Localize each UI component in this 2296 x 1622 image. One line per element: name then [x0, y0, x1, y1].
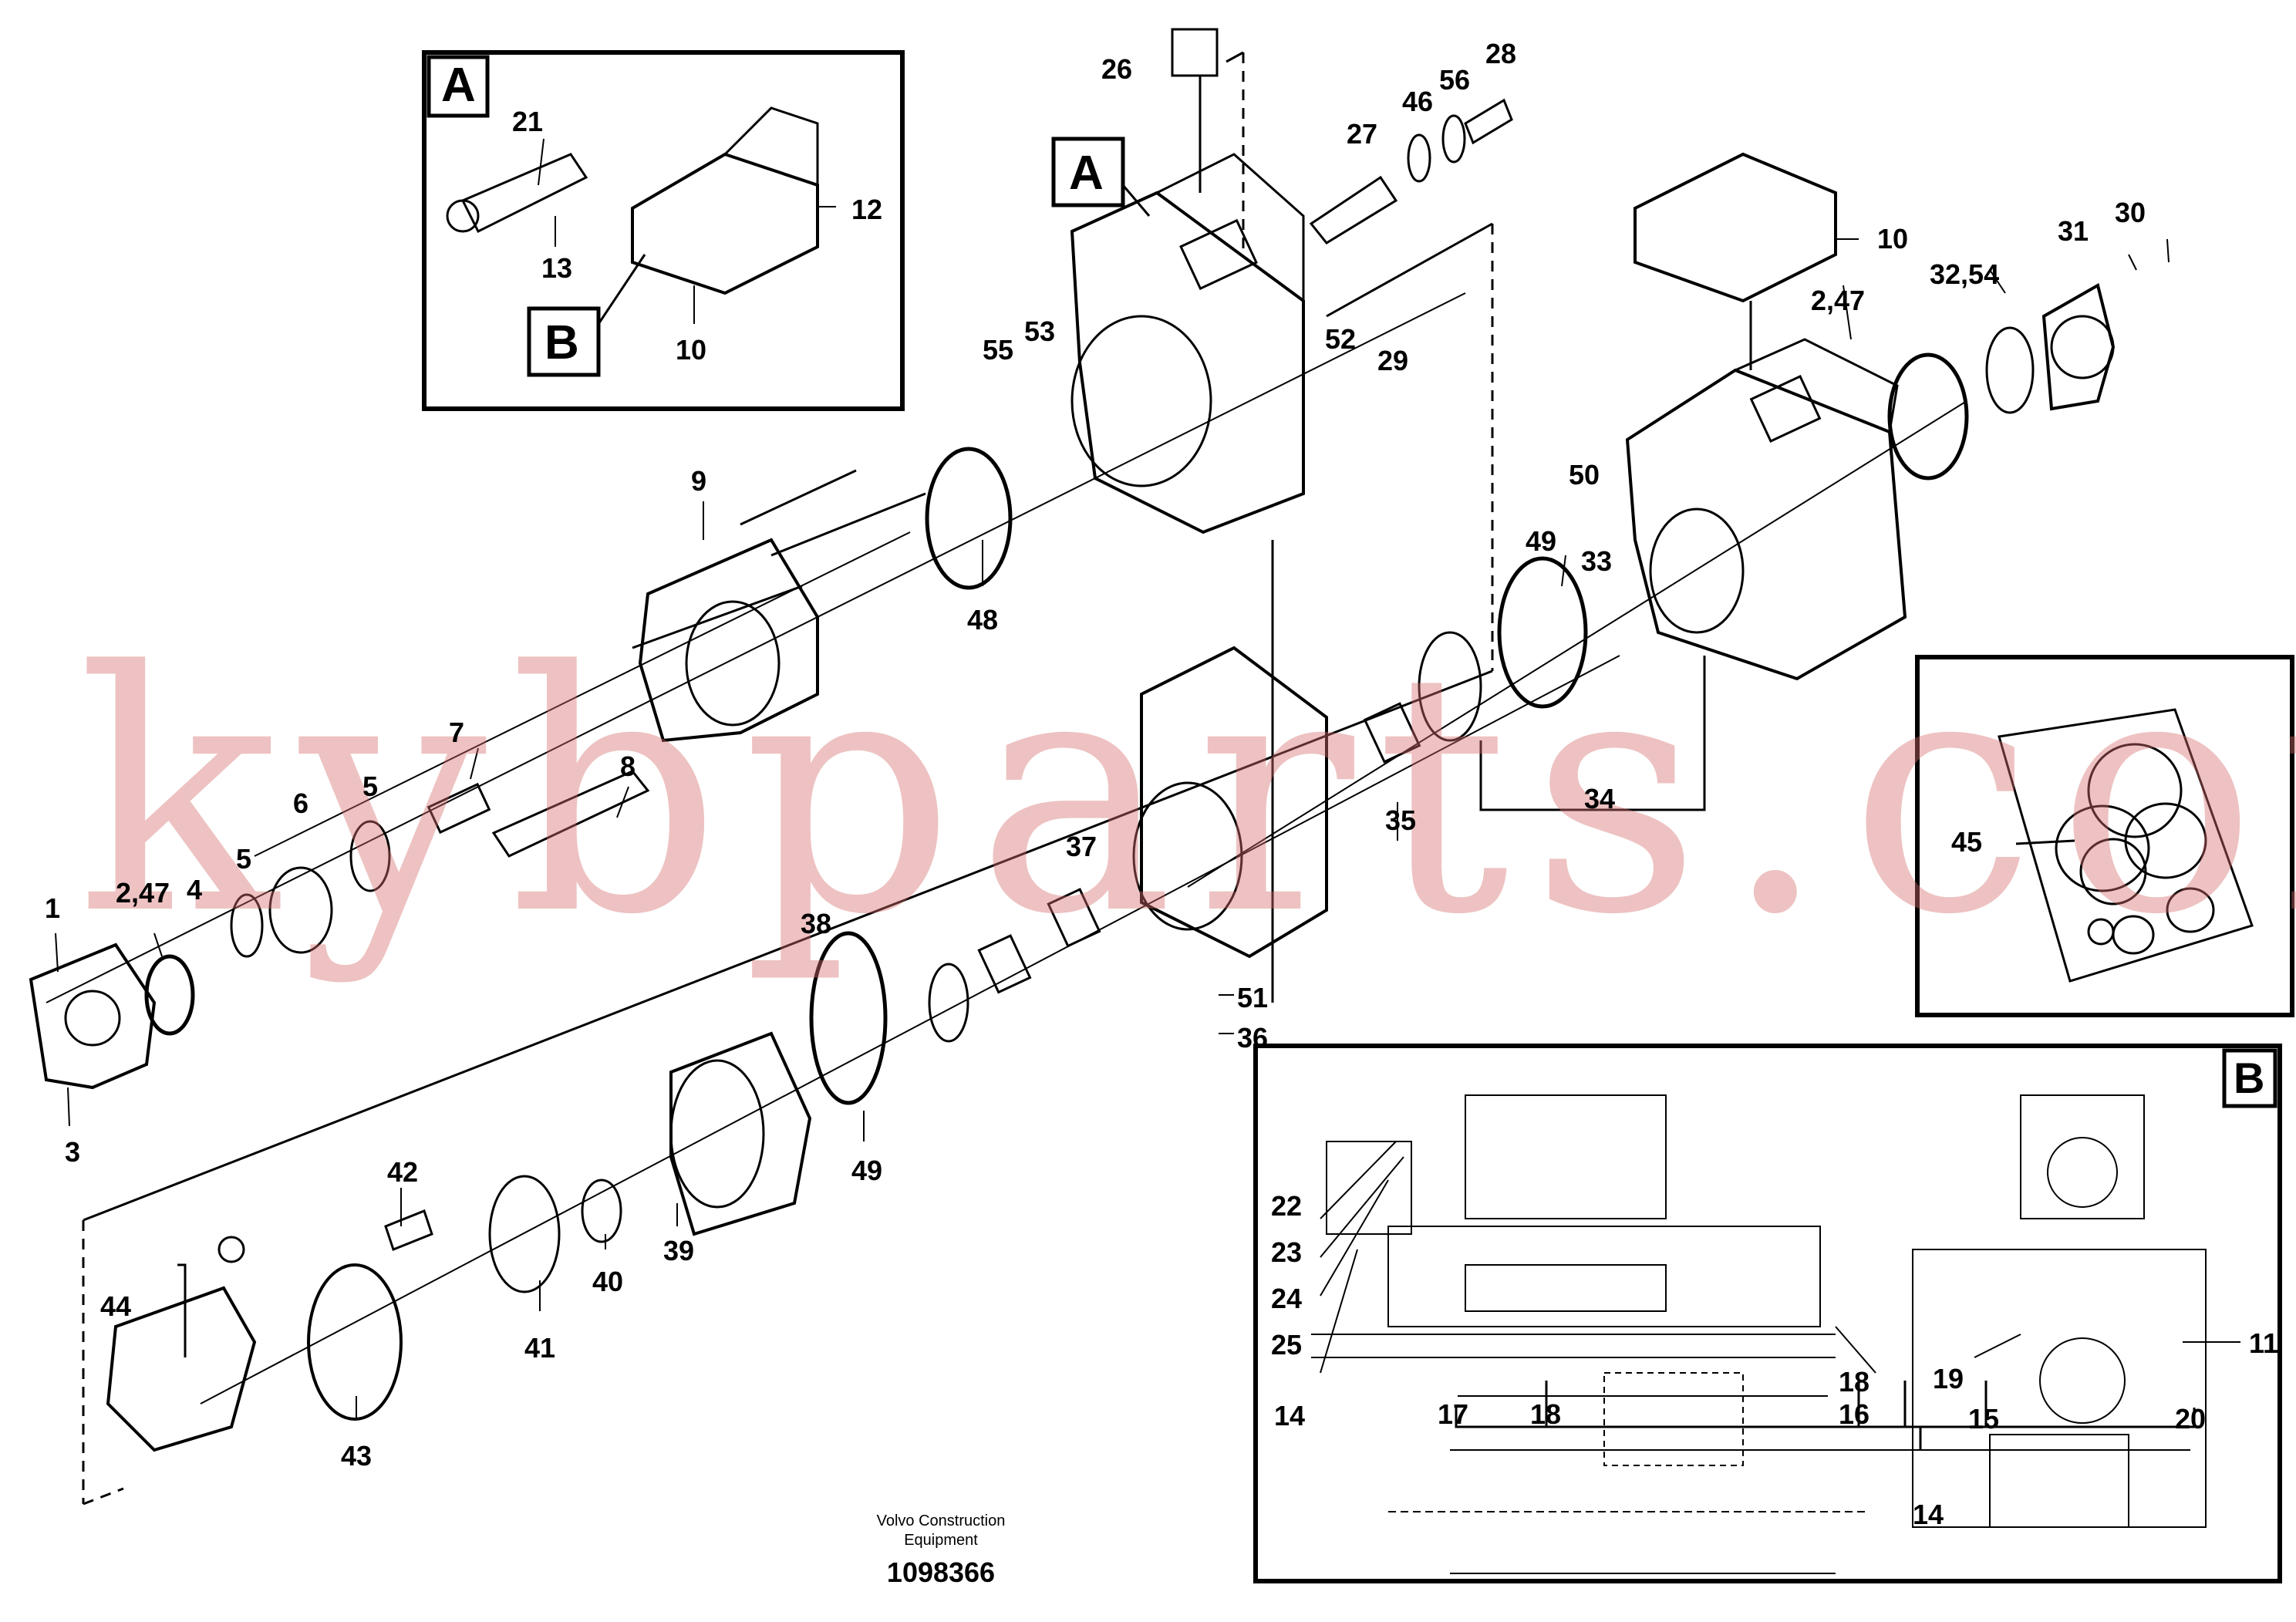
callout-label: 34	[1584, 783, 1616, 814]
callout-label: 31	[2058, 215, 2089, 247]
callout-label: 5	[236, 843, 252, 875]
part-9-flange	[638, 538, 819, 743]
callout-label: 4	[187, 874, 203, 905]
callout-label: 33	[1581, 545, 1613, 577]
main-callout-a: A	[1069, 147, 1104, 200]
seal-kit-frame	[1915, 655, 2294, 1017]
inset-a-letter: A	[441, 59, 476, 112]
part-31-cover	[2041, 282, 2116, 411]
callout-label: 36	[1237, 1022, 1269, 1054]
right-housing	[1625, 368, 1907, 681]
callout-label: 35	[1385, 804, 1417, 836]
main-housing	[1070, 191, 1305, 534]
callout-label: 39	[663, 1235, 695, 1266]
callout-label: 11	[2249, 1327, 2279, 1359]
callout-label: 53	[1024, 315, 1056, 347]
callout-label: 17	[1438, 1398, 1469, 1430]
callout-label: 55	[983, 334, 1014, 366]
callout-label: 9	[691, 465, 707, 497]
callout-label: 52	[1325, 323, 1357, 355]
inset-a-callout-b: B	[544, 316, 579, 369]
callout-label: 46	[1402, 86, 1434, 117]
callout-label: 2,47	[1811, 285, 1866, 316]
callout-label: 8	[620, 750, 636, 782]
callout-label: 6	[293, 787, 309, 819]
callout-label: 41	[524, 1332, 556, 1364]
part-10-control	[1633, 152, 1837, 303]
callout-label: 49	[1526, 525, 1557, 557]
footer-brand: Volvo Construction Equipment	[841, 1512, 1041, 1550]
callout-label: 56	[1439, 64, 1471, 96]
inset-b-drawing	[1311, 1094, 2207, 1574]
callout-label: 37	[1066, 831, 1097, 862]
callout-label: 43	[341, 1440, 373, 1472]
inset-a-frame	[422, 50, 905, 411]
callout-label: 18	[1839, 1366, 1870, 1398]
callout-label: 22	[1271, 1190, 1303, 1222]
callout-label: 20	[2175, 1403, 2207, 1435]
inset-b-letter: B	[2234, 1054, 2265, 1102]
callout-label: 10	[1877, 223, 1909, 255]
callout-label: 10	[676, 334, 707, 366]
callout-label: 48	[967, 604, 999, 636]
part-44-cradle	[106, 1286, 257, 1452]
callout-label: 28	[1485, 38, 1517, 69]
part-41-retainer	[488, 1175, 561, 1293]
footer-line2: Equipment	[904, 1532, 978, 1549]
callout-label: 38	[801, 908, 832, 939]
part-27-spring	[1309, 175, 1398, 244]
callout-label: 23	[1271, 1236, 1303, 1268]
callout-label: 7	[449, 717, 465, 748]
part-49-oring	[1497, 556, 1588, 709]
part-49b-oring	[809, 931, 888, 1105]
main-callout-a-box	[1051, 137, 1125, 207]
callout-label: 2,47	[116, 877, 170, 909]
callout-label: 21	[512, 106, 544, 137]
callout-label: 30	[2115, 197, 2146, 228]
footer-line1: Volvo Construction	[876, 1512, 1006, 1529]
callout-label: 19	[1933, 1363, 1964, 1394]
callout-label: 3	[65, 1136, 81, 1168]
seal-kit-label: 45	[1951, 826, 1983, 858]
callout-label: 40	[592, 1266, 624, 1297]
part-247-oring-right	[1887, 352, 1969, 481]
inset-a-letter-box	[426, 55, 490, 118]
port-block	[1140, 646, 1328, 959]
part-43-plate	[307, 1263, 403, 1421]
part-12-regulator	[631, 152, 819, 295]
callout-label: 44	[100, 1290, 132, 1322]
part-26-block	[1171, 28, 1219, 77]
callout-label: 29	[1377, 345, 1409, 376]
part-7-shaft	[491, 770, 650, 858]
seal-kit-bag	[1998, 708, 2254, 983]
inset-b-letter-box	[2222, 1048, 2277, 1108]
part-48-oring	[925, 447, 1013, 590]
callout-label: 5	[362, 771, 379, 802]
callout-label: 14	[1274, 1400, 1306, 1431]
inset-a-callout-b-box	[527, 306, 601, 377]
inset-b-frame	[1253, 1044, 2282, 1583]
callout-label: 51	[1237, 982, 1269, 1013]
callout-label: 26	[1101, 53, 1133, 85]
part-21-solenoid	[460, 153, 588, 234]
callout-label: 32,54	[1930, 258, 2000, 290]
callout-label: 15	[1968, 1403, 2000, 1435]
callout-label: 50	[1569, 459, 1600, 491]
callout-label: 1	[45, 892, 61, 924]
part-1-cover	[29, 943, 157, 1090]
callout-label: 12	[851, 194, 883, 225]
callout-label: 42	[387, 1156, 419, 1188]
callout-label: 14	[1913, 1499, 1944, 1530]
callout-label: 25	[1271, 1329, 1303, 1361]
callout-label: 13	[541, 252, 573, 284]
callout-label: 27	[1347, 118, 1378, 150]
callout-label: 18	[1530, 1398, 1562, 1430]
cylinder-block	[669, 1031, 812, 1236]
callout-label: 16	[1839, 1398, 1870, 1430]
callout-label: 24	[1271, 1283, 1303, 1314]
drawing-number: 1098366	[886, 1556, 996, 1588]
callout-label: 49	[851, 1155, 883, 1186]
